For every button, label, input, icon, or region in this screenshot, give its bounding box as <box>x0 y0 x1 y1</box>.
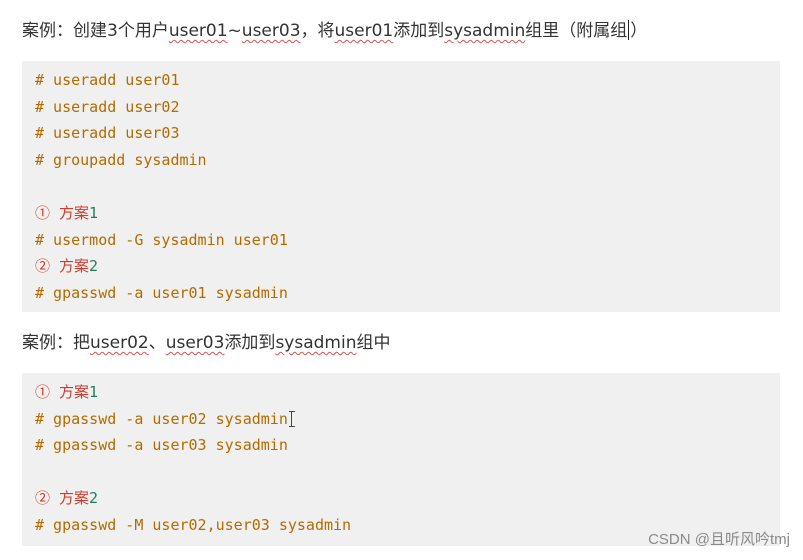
text-caret <box>628 20 630 40</box>
option-label: ② 方案2 <box>35 488 98 508</box>
code-line: # gpasswd -a user01 sysadmin <box>35 284 288 302</box>
case1-user01-second: user01 <box>334 21 394 41</box>
code-line: # useradd user01 <box>35 71 180 89</box>
case1-sysadmin: sysadmin <box>444 21 526 41</box>
case2-separator: 、 <box>148 333 166 353</box>
case1-suffix-close: ） <box>630 21 648 41</box>
case2-sysadmin: sysadmin <box>275 333 357 353</box>
case2-prefix: 案例：把 <box>22 333 90 353</box>
option-marker: ① 方案 <box>35 204 90 222</box>
option-label: ① 方案1 <box>35 203 98 223</box>
case1-prefix: 案例：创建3个用户 <box>22 21 169 41</box>
case2-user02: user02 <box>90 333 149 353</box>
case1-suffix: 组里（附属组 <box>525 21 628 41</box>
code-block-case2[interactable]: ① 方案1 # gpasswd -a user02 sysadmin # gpa… <box>22 373 780 546</box>
case2-suffix: 组中 <box>356 333 391 353</box>
option-number: 2 <box>89 489 99 507</box>
case2-add-to: 添加到 <box>224 333 276 353</box>
i-beam-cursor-icon <box>289 411 295 427</box>
option-label: ① 方案1 <box>35 382 98 402</box>
code-line: # useradd user03 <box>35 124 180 142</box>
option-label: ② 方案2 <box>35 256 98 276</box>
case1-add-to: 添加到 <box>393 21 445 41</box>
code-block-case1[interactable]: # useradd user01 # useradd user02 # user… <box>22 61 780 312</box>
code-line: # gpasswd -a user02 sysadmin <box>35 409 295 429</box>
code-line: # gpasswd -a user03 sysadmin <box>35 436 288 454</box>
case2-user03: user03 <box>165 333 225 353</box>
code-line-text: # gpasswd -a user02 sysadmin <box>35 410 288 428</box>
case2-heading: 案例：把user02、user03添加到sysadmin组中 <box>22 331 390 355</box>
code-line: # groupadd sysadmin <box>35 151 207 169</box>
case1-user03: user03 <box>241 21 301 41</box>
option-number: 2 <box>89 257 99 275</box>
code-line: # useradd user02 <box>35 98 180 116</box>
option-marker: ② 方案 <box>35 489 90 507</box>
case1-heading: 案例：创建3个用户user01~user03，将user01添加到sysadmi… <box>22 19 647 43</box>
option-number: 1 <box>89 204 99 222</box>
option-marker: ② 方案 <box>35 257 90 275</box>
option-number: 1 <box>89 383 99 401</box>
case1-middle: ，将 <box>300 21 335 41</box>
case1-user01: user01 <box>168 21 228 41</box>
case1-tilde: ~ <box>227 21 242 41</box>
code-line: # usermod -G sysadmin user01 <box>35 231 288 249</box>
csdn-watermark: CSDN @且听风吟tmj <box>648 531 790 548</box>
code-line: # gpasswd -M user02,user03 sysadmin <box>35 516 352 534</box>
option-marker: ① 方案 <box>35 383 90 401</box>
